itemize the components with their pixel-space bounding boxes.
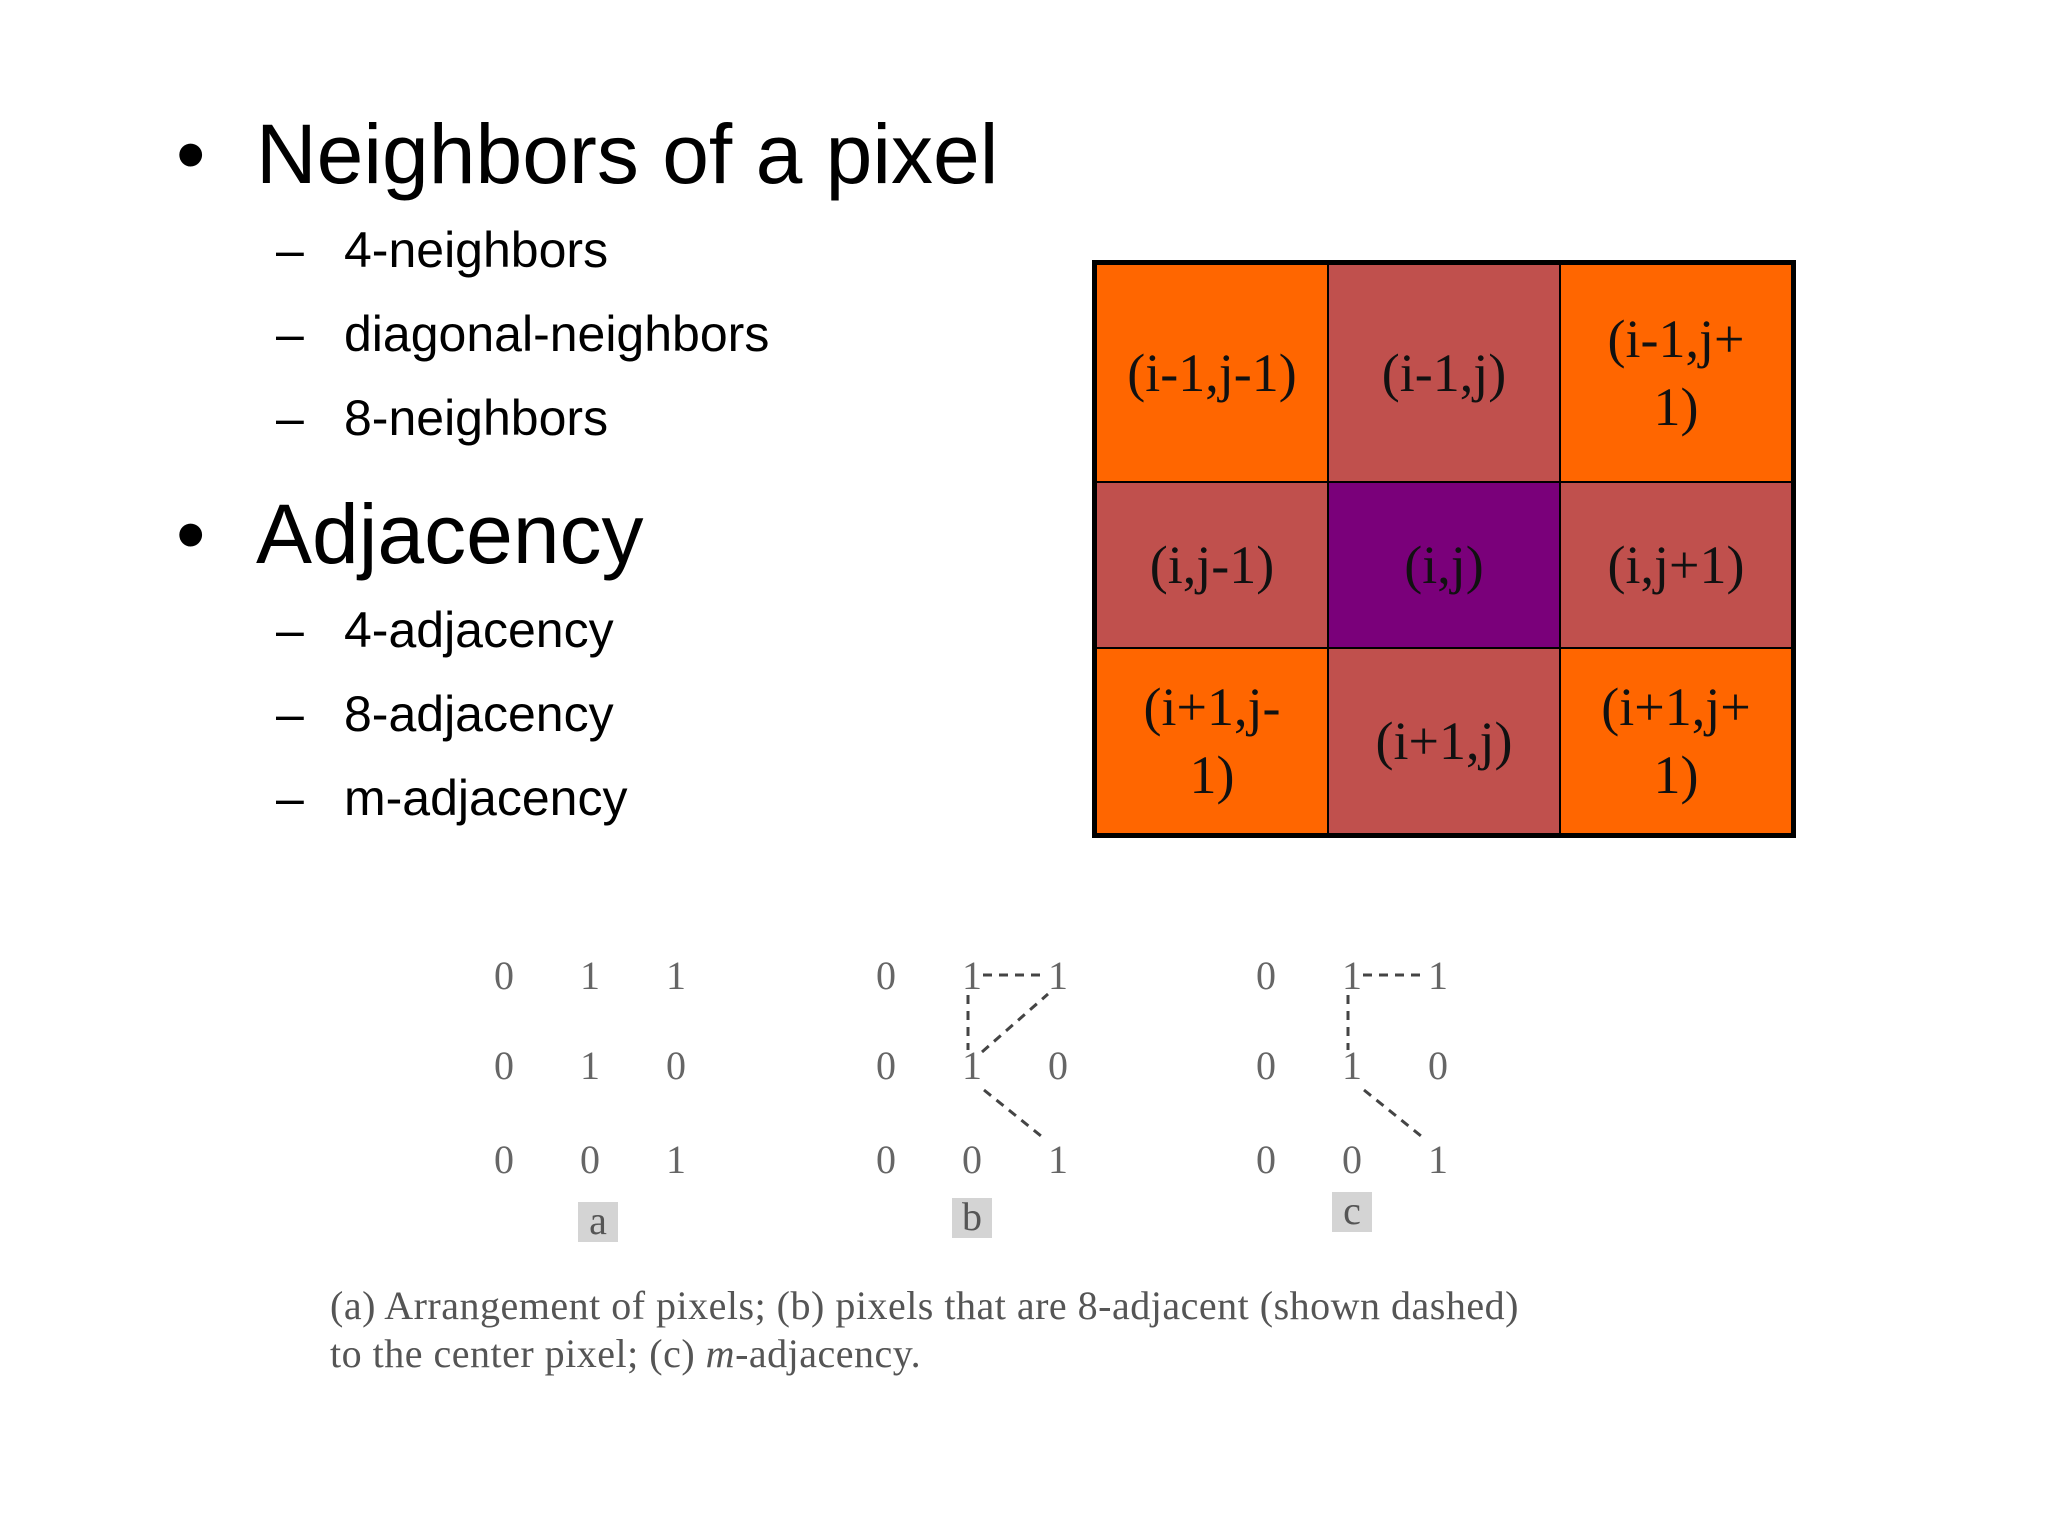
caption-line-2-italic: m: [705, 1331, 736, 1376]
matrix-c-0-1: 1: [1342, 953, 1362, 998]
matrix-b-1-1: 1: [962, 1043, 982, 1088]
sub-bullet-dash: –: [276, 686, 304, 742]
matrix-a-0-1: 1: [580, 953, 600, 998]
matrix-c-0-2: 1: [1428, 953, 1448, 998]
cell-top-center: (i-1,j): [1329, 265, 1559, 481]
cell-center: (i,j): [1329, 483, 1559, 647]
bullet-group-adjacency: • Adjacency – 4-adjacency – 8-adjacency …: [176, 484, 644, 840]
cell-bottom-left: (i+1,j-1): [1097, 649, 1327, 833]
matrix-c-0-0: 0: [1256, 953, 1276, 998]
subitem-4-neighbors: – 4-neighbors: [176, 208, 998, 292]
figure-caption: (a) Arrangement of pixels; (b) pixels th…: [330, 1282, 1730, 1378]
matrix-c-1-0: 0: [1256, 1043, 1276, 1088]
caption-line-2: to the center pixel; (c) m-adjacency.: [330, 1330, 1730, 1378]
sub-bullet-dash: –: [276, 770, 304, 826]
bullet-adjacency: • Adjacency: [176, 484, 644, 584]
matrix-a-1-1: 1: [580, 1043, 600, 1088]
panel-label-b: b: [952, 1197, 992, 1238]
subitem-text: 8-neighbors: [344, 390, 609, 446]
caption-line-1: (a) Arrangement of pixels; (b) pixels th…: [330, 1283, 1519, 1328]
cell-top-right: (i-1,j+1): [1561, 265, 1791, 481]
subitem-text: 8-adjacency: [344, 686, 614, 742]
link-b-diagonal-up: [981, 992, 1049, 1054]
link-b-diagonal-down: [983, 1088, 1047, 1142]
caption-line-2-suffix: -adjacency.: [735, 1331, 922, 1376]
cell-bottom-center: (i+1,j): [1329, 649, 1559, 833]
subitem-text: m-adjacency: [344, 770, 628, 826]
cell-middle-right: (i,j+1): [1561, 483, 1791, 647]
bullet-text: Neighbors of a pixel: [256, 107, 999, 201]
cell-top-left: (i-1,j-1): [1097, 265, 1327, 481]
subitem-8-adjacency: – 8-adjacency: [176, 672, 644, 756]
matrix-c-1-1: 1: [1342, 1043, 1362, 1088]
matrix-c-2-0: 0: [1256, 1137, 1276, 1182]
bullet-neighbors: • Neighbors of a pixel: [176, 104, 998, 204]
matrix-a-0-0: 0: [494, 953, 514, 998]
matrix-b-2-0: 0: [876, 1137, 896, 1182]
matrix-c-1-2: 0: [1428, 1043, 1448, 1088]
matrix-a-2-1: 0: [580, 1137, 600, 1182]
matrix-b-1-0: 0: [876, 1043, 896, 1088]
matrix-b-1-2: 0: [1048, 1043, 1068, 1088]
matrix-b-2-1: 0: [962, 1137, 982, 1182]
matrix-a-1-2: 0: [666, 1043, 686, 1088]
bullet-dot: •: [176, 107, 206, 201]
matrix-b-0-0: 0: [876, 953, 896, 998]
caption-line-2-prefix: to the center pixel; (c): [330, 1331, 706, 1376]
panel-label-a: a: [578, 1201, 618, 1242]
subitem-text: diagonal-neighbors: [344, 306, 770, 362]
cell-bottom-right: (i+1,j+1): [1561, 649, 1791, 833]
sub-bullet-dash: –: [276, 222, 304, 278]
matrix-a-2-2: 1: [666, 1137, 686, 1182]
matrix-a-2-0: 0: [494, 1137, 514, 1182]
subitem-m-adjacency: – m-adjacency: [176, 756, 644, 840]
matrix-a-0-2: 1: [666, 953, 686, 998]
subitem-4-adjacency: – 4-adjacency: [176, 588, 644, 672]
subitem-diagonal-neighbors: – diagonal-neighbors: [176, 292, 998, 376]
matrix-b-0-1: 1: [962, 953, 982, 998]
sub-bullet-dash: –: [276, 602, 304, 658]
matrix-a-1-0: 0: [494, 1043, 514, 1088]
link-c-diagonal-down: [1363, 1088, 1427, 1142]
matrix-b-2-2: 1: [1048, 1137, 1068, 1182]
subitem-text: 4-neighbors: [344, 222, 609, 278]
subitem-text: 4-adjacency: [344, 602, 614, 658]
matrix-b-0-2: 1: [1048, 953, 1068, 998]
sub-bullet-dash: –: [276, 306, 304, 362]
bullet-dot: •: [176, 487, 206, 581]
sub-bullet-dash: –: [276, 390, 304, 446]
matrix-c-2-1: 0: [1342, 1137, 1362, 1182]
panel-label-c: c: [1332, 1191, 1372, 1232]
pixel-neighborhood-grid: (i-1,j-1) (i-1,j) (i-1,j+1) (i,j-1) (i,j…: [1092, 260, 1796, 838]
bullet-text: Adjacency: [256, 487, 644, 581]
subitem-8-neighbors: – 8-neighbors: [176, 376, 998, 460]
cell-middle-left: (i,j-1): [1097, 483, 1327, 647]
bullet-group-neighbors: • Neighbors of a pixel – 4-neighbors – d…: [176, 104, 998, 460]
matrix-c-2-2: 1: [1428, 1137, 1448, 1182]
